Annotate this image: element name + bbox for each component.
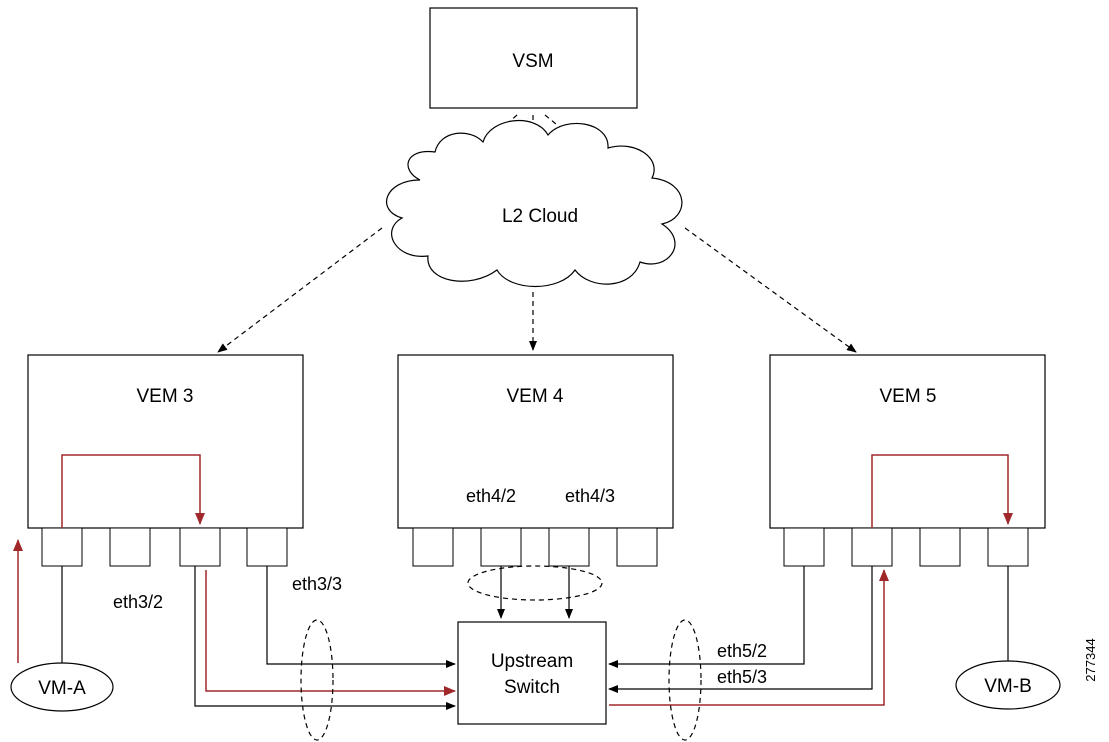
l2-cloud: L2 Cloud <box>385 120 683 287</box>
vem4-port-4 <box>616 527 658 567</box>
upstream-label-line1: Upstream <box>491 651 573 672</box>
cloud-vem-links <box>217 227 857 353</box>
vem3-port-eth3-3 <box>246 527 288 567</box>
vsm-label: VSM <box>512 51 553 72</box>
upstream-switch: Upstream Switch <box>457 621 607 725</box>
vem5-port-eth5-2 <box>783 527 825 567</box>
vm-a-node: VM-A <box>10 566 114 712</box>
port-label-eth4-2: eth4/2 <box>466 486 516 506</box>
vem3-port-1 <box>41 527 83 567</box>
vem5-port-eth5-3 <box>851 527 893 567</box>
port-channel-vem3 <box>300 619 334 741</box>
vem3-node: VEM 3 <box>27 354 304 567</box>
vsm-node: VSM <box>429 7 638 109</box>
traffic-path <box>13 454 1013 706</box>
port-label-eth4-3: eth4/3 <box>565 486 615 506</box>
vem3-uplinks <box>194 566 456 710</box>
cloud-label: L2 Cloud <box>502 206 578 227</box>
vem5-label: VEM 5 <box>879 386 936 407</box>
vem4-label: VEM 4 <box>506 386 563 407</box>
vem4-uplinks <box>497 566 573 619</box>
port-label-eth3-2: eth3/2 <box>113 592 163 612</box>
vem4-node: VEM 4 eth4/2 eth4/3 <box>397 354 674 567</box>
vem4-port-eth4-3 <box>548 527 590 567</box>
vm-b-label: VM-B <box>984 676 1032 697</box>
vem5-port-3 <box>919 527 961 567</box>
vem4-port-1 <box>412 527 454 567</box>
port-label-eth5-2: eth5/2 <box>717 641 767 661</box>
vm-a-label: VM-A <box>38 678 86 699</box>
vem5-port-4 <box>987 527 1029 567</box>
port-channels <box>300 565 702 741</box>
port-label-eth3-3: eth3/3 <box>292 574 342 594</box>
vem3-port-eth3-2 <box>179 527 221 567</box>
vem4-port-eth4-2 <box>480 527 522 567</box>
upstream-label-line2: Switch <box>504 677 560 698</box>
figure-id: 277344 <box>1083 638 1098 681</box>
vem5-node: VEM 5 <box>769 354 1046 567</box>
port-channel-vem4 <box>467 565 603 601</box>
vem5-uplinks <box>608 566 873 693</box>
vem3-label: VEM 3 <box>136 386 193 407</box>
vem3-port-2 <box>109 527 151 567</box>
vm-b-node: VM-B <box>955 566 1061 710</box>
port-channel-vem5 <box>668 619 702 741</box>
port-label-eth5-3: eth5/3 <box>717 667 767 687</box>
